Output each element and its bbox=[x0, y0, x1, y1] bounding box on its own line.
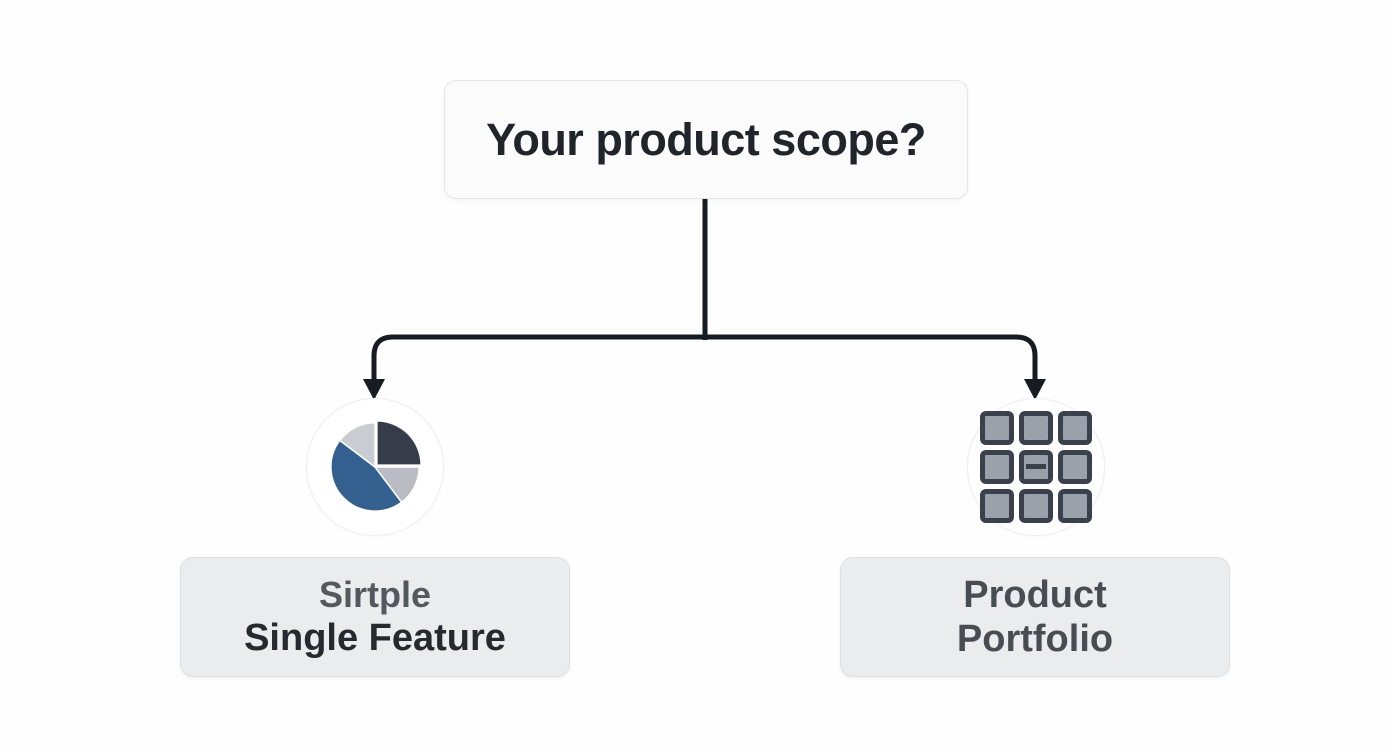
product-portfolio-badge bbox=[967, 398, 1105, 536]
grid-cell bbox=[980, 450, 1014, 484]
option-product-portfolio-line2: Portfolio bbox=[956, 618, 1114, 660]
root-question-label: Your product scope? bbox=[486, 113, 926, 165]
option-single-feature: Sirtple Single Feature bbox=[180, 557, 570, 677]
grid-cell-bar bbox=[1026, 464, 1046, 469]
grid-cell bbox=[1058, 489, 1092, 523]
grid-cell bbox=[980, 411, 1014, 445]
grid-icon bbox=[980, 411, 1092, 523]
single-feature-badge bbox=[306, 398, 444, 536]
branch-line bbox=[371, 334, 1038, 382]
grid-cell-center bbox=[1019, 450, 1053, 484]
root-question-box: Your product scope? bbox=[444, 80, 968, 199]
grid-cell bbox=[1058, 450, 1092, 484]
grid-cell bbox=[1019, 411, 1053, 445]
option-product-portfolio: Product Portfolio bbox=[840, 557, 1230, 677]
arrow-down-right-icon bbox=[1024, 379, 1046, 400]
pie-chart-icon bbox=[330, 420, 422, 512]
arrow-down-left-icon bbox=[363, 379, 385, 400]
option-single-feature-line1: Sirtple bbox=[318, 573, 432, 615]
option-single-feature-line2: Single Feature bbox=[244, 616, 506, 659]
grid-cell bbox=[980, 489, 1014, 523]
option-product-portfolio-line1: Product bbox=[963, 573, 1107, 616]
grid-cell bbox=[1058, 411, 1092, 445]
grid-cell bbox=[1019, 489, 1053, 523]
